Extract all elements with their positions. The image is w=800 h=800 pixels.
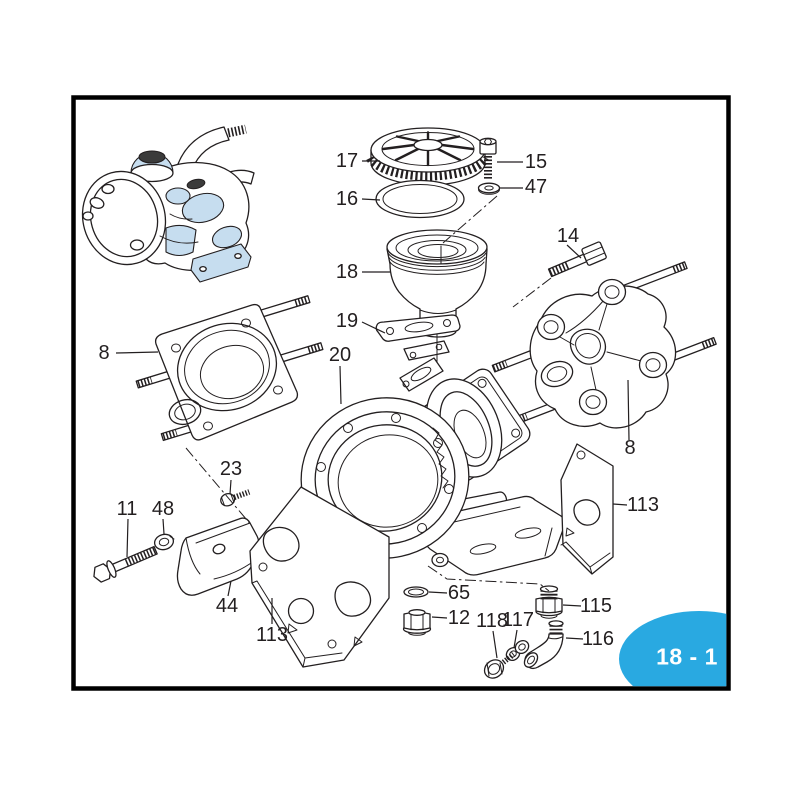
page-number-badge <box>619 611 727 687</box>
part-8-left-cover <box>135 295 324 442</box>
callout-20: 20 <box>328 344 352 366</box>
part-116-elbow <box>523 620 564 670</box>
part-12-plug <box>402 609 432 636</box>
page-number-badge-label: 18 - 1 <box>656 643 718 670</box>
assembly-centerlines <box>185 195 552 592</box>
part-113-left-bracket <box>249 486 390 668</box>
callout-65: 65 <box>447 582 471 604</box>
part-47-washer <box>477 182 501 195</box>
part-8-right-cover <box>491 261 717 429</box>
callout-16: 16 <box>335 188 359 210</box>
callout-23: 23 <box>219 458 243 480</box>
part-16-oring <box>375 179 465 219</box>
callout-17: 17 <box>335 150 359 172</box>
part-65-washer <box>403 586 429 598</box>
callout-11: 11 <box>116 498 138 520</box>
part-113-right-bracket <box>560 443 614 575</box>
callout-44: 44 <box>215 595 239 617</box>
callout-8-right: 8 <box>624 437 636 459</box>
callout-19: 19 <box>335 310 359 332</box>
part-17-filter-cap <box>366 127 490 186</box>
callout-113-left: 113 <box>256 624 288 646</box>
part-118-bolt <box>483 652 516 679</box>
part-18-cup <box>386 229 488 338</box>
part-48-lockwasher <box>153 533 175 551</box>
part-15-screw <box>479 137 497 180</box>
callout-113-right: 113 <box>627 494 659 516</box>
callout-15: 15 <box>524 151 548 173</box>
callout-18: 18 <box>335 261 359 283</box>
callout-48: 48 <box>151 498 175 520</box>
leader-lines <box>115 160 630 659</box>
part-115-fitting <box>535 585 563 619</box>
part-23-screw <box>220 489 251 507</box>
part-19-plate <box>375 314 461 342</box>
callout-115: 115 <box>580 595 612 617</box>
callout-118: 118 <box>476 610 508 632</box>
part-14-bolt <box>547 241 607 278</box>
callout-12: 12 <box>447 607 471 629</box>
callout-14: 14 <box>556 225 580 247</box>
callout-47: 47 <box>524 176 548 198</box>
callout-117: 117 <box>502 609 534 631</box>
part-11-bolt <box>93 545 158 583</box>
callout-8-left: 8 <box>98 342 110 364</box>
assembled-pump-thumbnail <box>81 124 255 283</box>
callout-116: 116 <box>582 628 614 650</box>
